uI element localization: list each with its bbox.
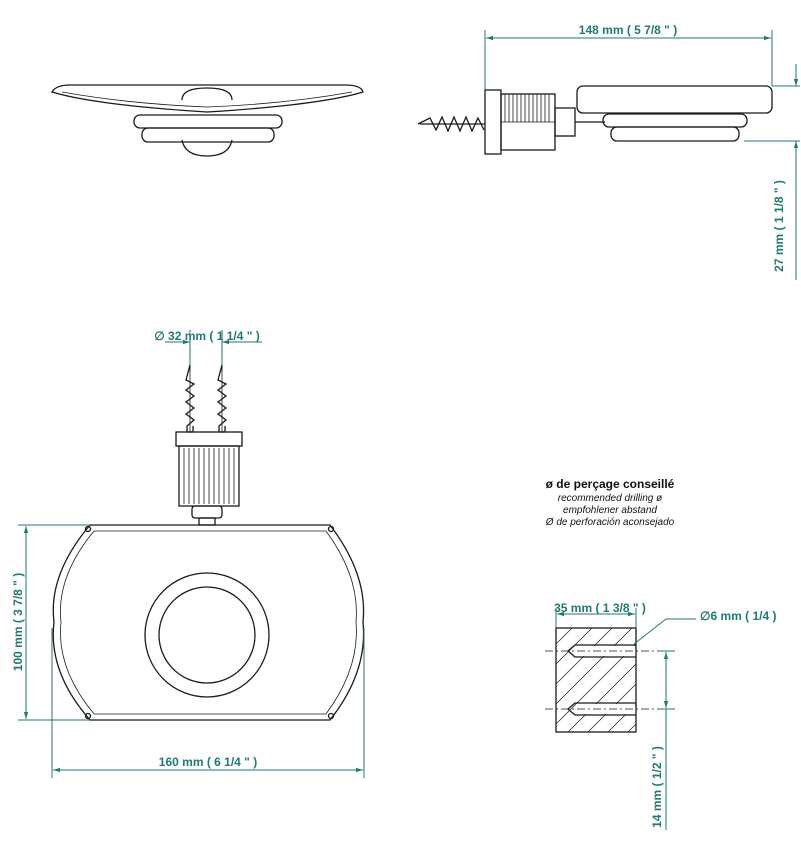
side-view-arm xyxy=(554,107,576,137)
front-view: ∅ 32 mm ( 1 1/4 " ) xyxy=(11,329,365,778)
dim-hole-spacing: 14 mm ( 1/2 " ) xyxy=(650,746,664,828)
drilling-block-hatch xyxy=(556,628,636,732)
dim-hole-diameter: ∅6 mm ( 1/4 ) xyxy=(700,609,776,623)
front-view-tray xyxy=(52,524,365,721)
front-view-inner-ring xyxy=(158,586,256,684)
drilling-note-title: ø de perçage conseillé xyxy=(546,477,675,491)
drilling-note-de: empfohlener abstand xyxy=(563,505,657,516)
side-view-tray xyxy=(576,85,773,114)
drilling-note: ø de perçage conseillé recommended drill… xyxy=(545,477,675,528)
drilling-block xyxy=(555,627,637,733)
side-view: 148 mm ( 5 7/8 " ) 27 mm ( 1 1/8 " ) xyxy=(417,23,800,280)
top-view-base-upper xyxy=(133,114,283,129)
drilling-note-en: recommended drilling ø xyxy=(558,493,663,504)
dim-side-height: 27 mm ( 1 1/8 " ) xyxy=(772,180,786,272)
top-view-tray xyxy=(51,84,364,113)
front-view-outer-ring xyxy=(144,572,270,698)
top-view xyxy=(51,84,364,157)
drilling-detail: 35 mm ( 1 3/8 " ) ∅6 mm ( 1/4 ) 14 mm ( … xyxy=(545,601,776,830)
dim-hole-depth: 35 mm ( 1 3/8 " ) xyxy=(554,601,646,615)
front-view-collar xyxy=(175,431,243,447)
top-view-base-lower xyxy=(141,127,275,143)
dim-front-height: 100 mm ( 3 7/8 " ) xyxy=(11,573,25,671)
front-view-screws xyxy=(184,364,228,433)
dim-screw-spacing: ∅ 32 mm ( 1 1/4 " ) xyxy=(154,329,260,343)
top-view-wall-disc xyxy=(181,87,233,101)
dim-front-width: 160 mm ( 6 1/4 " ) xyxy=(159,755,257,769)
side-view-wall-plate xyxy=(484,89,502,155)
side-view-screw xyxy=(417,115,485,133)
drilling-note-es: Ø de perforación aconsejado xyxy=(545,517,675,528)
dim-top-width: 148 mm ( 5 7/8 " ) xyxy=(579,23,677,37)
